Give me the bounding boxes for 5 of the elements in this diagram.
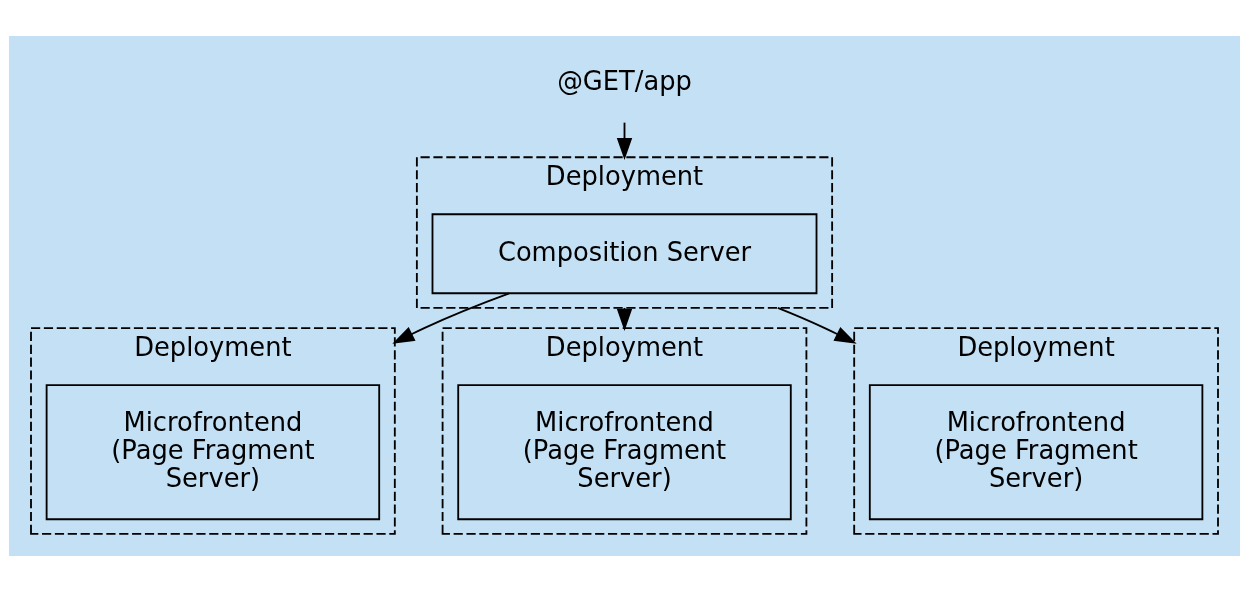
node-box: Composition Server — [431, 213, 818, 295]
node-box: Microfrontend (Page Fragment Server) — [45, 384, 381, 521]
node-text: @GET/app — [557, 65, 692, 96]
node-box: Microfrontend (Page Fragment Server) — [868, 384, 1204, 521]
node-box: Microfrontend (Page Fragment Server) — [457, 384, 792, 521]
